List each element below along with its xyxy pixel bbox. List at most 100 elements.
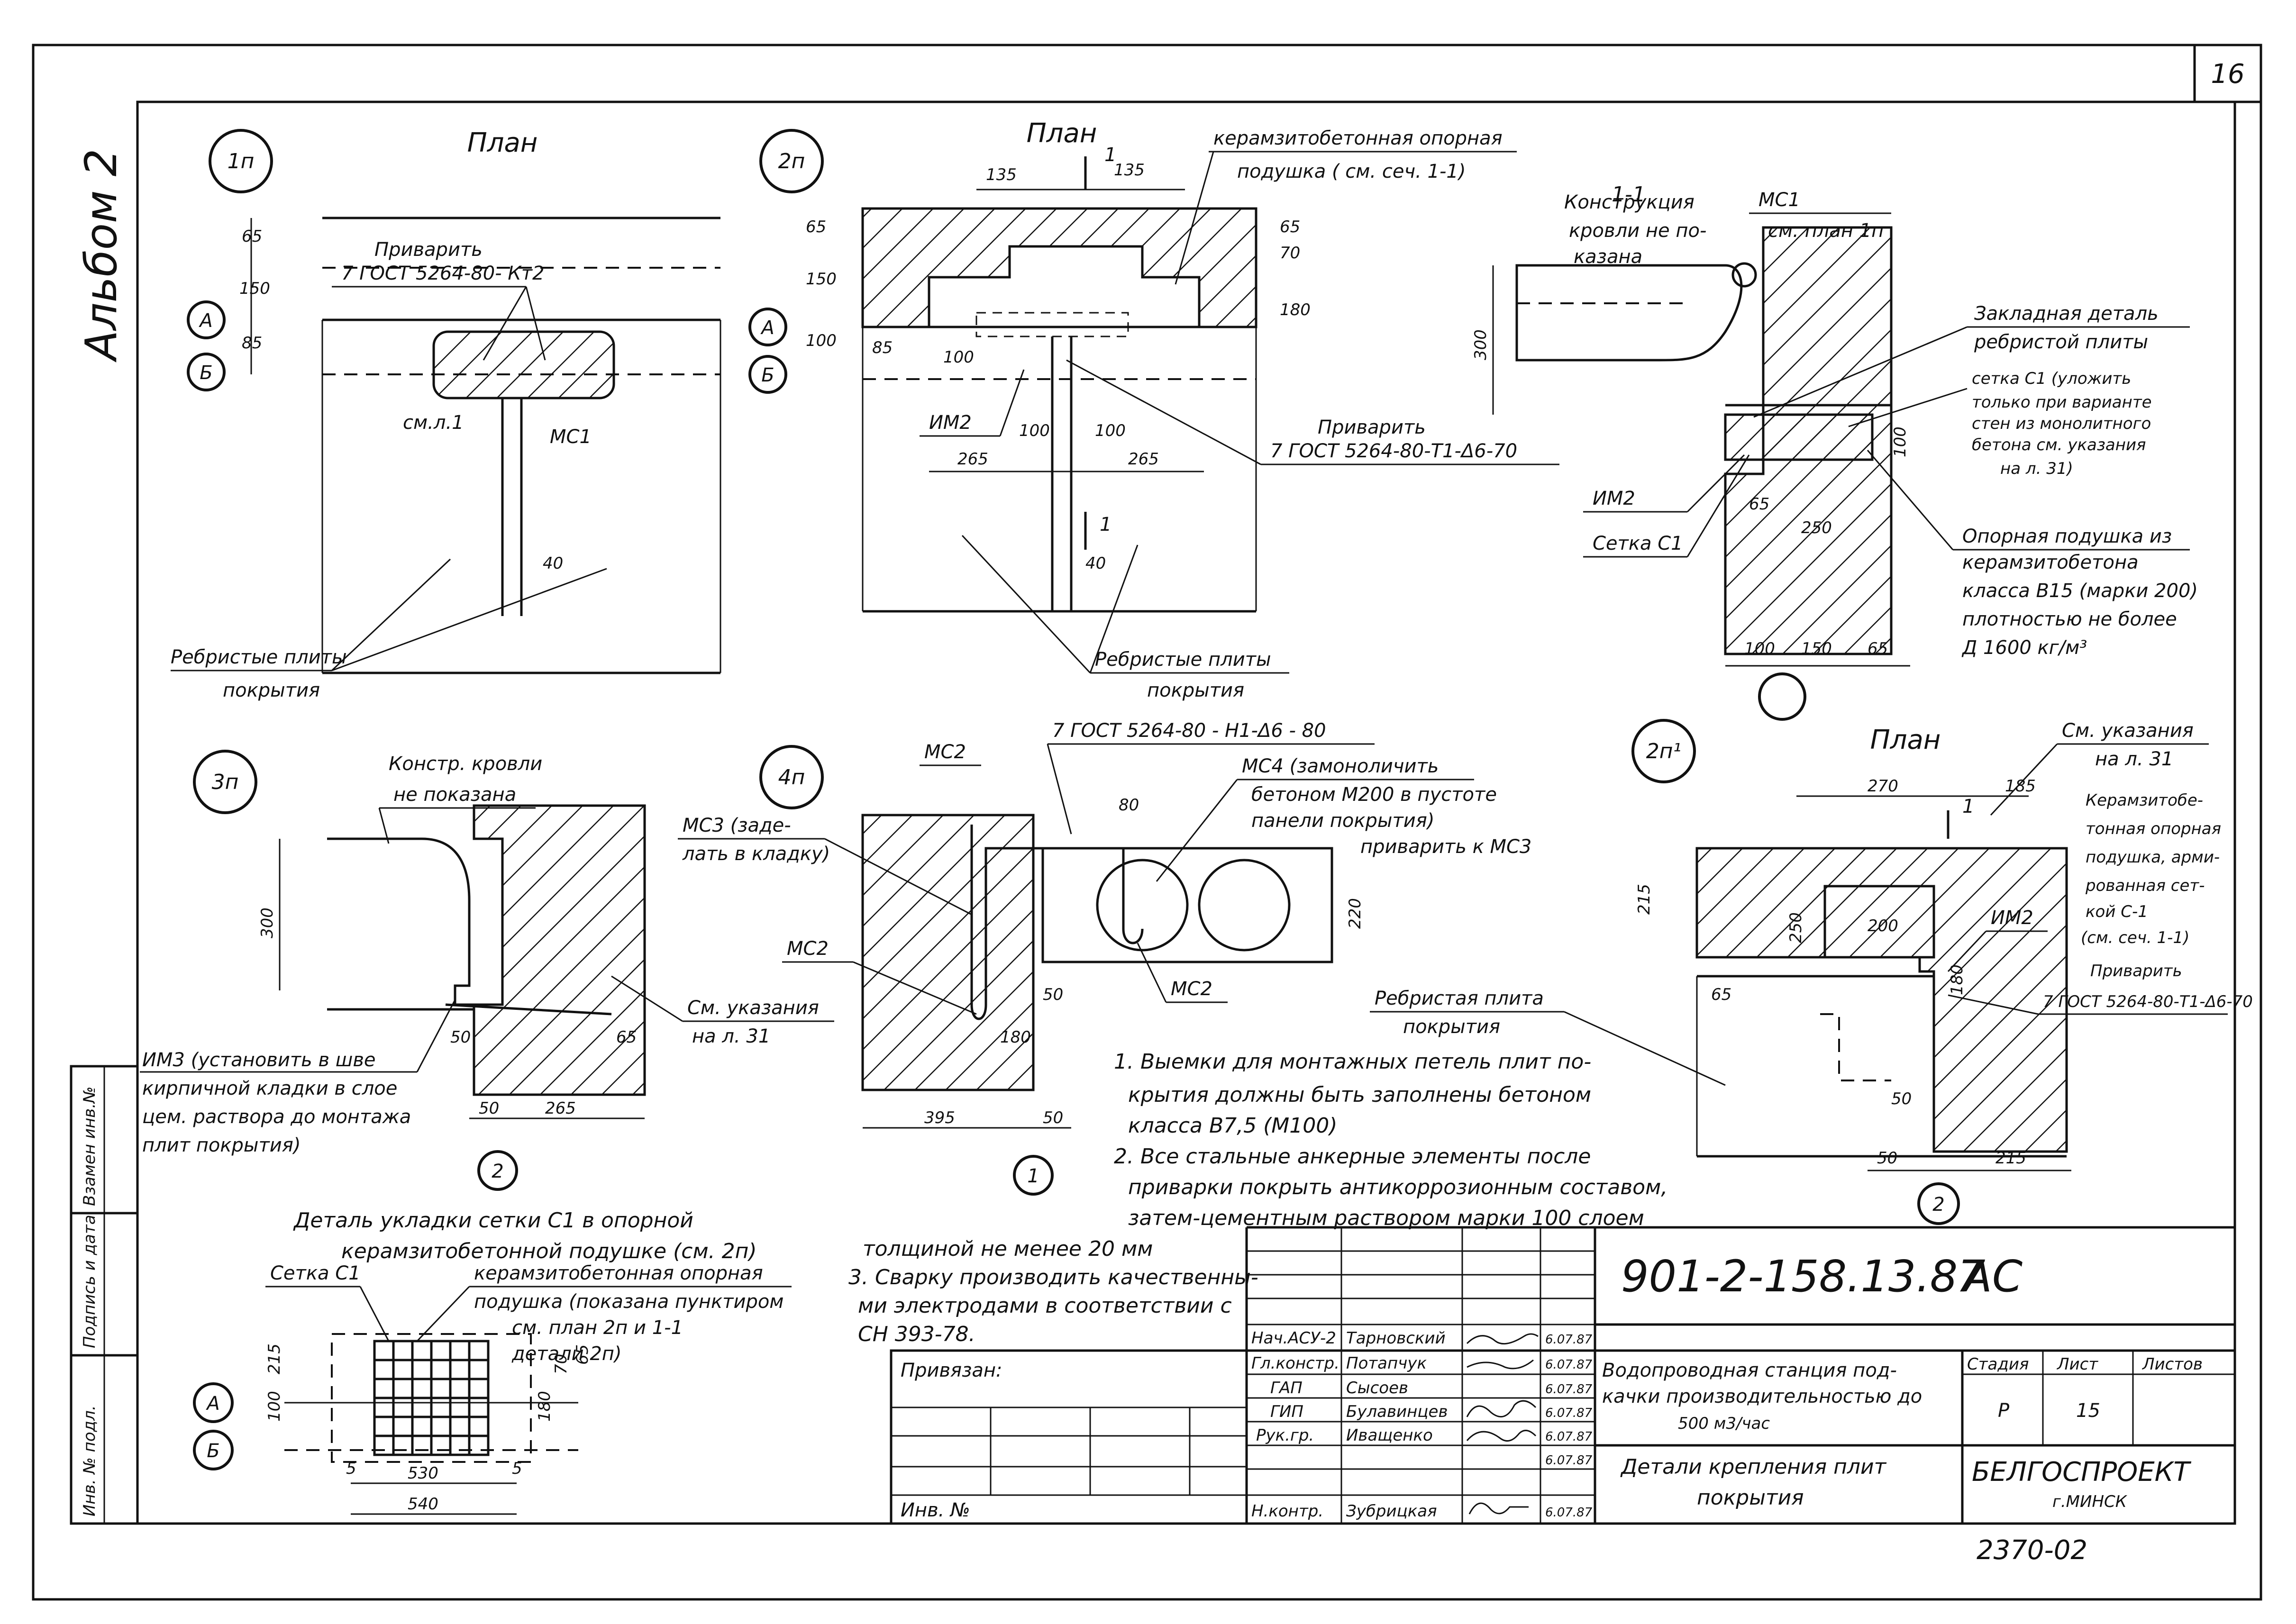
d4p-weld: 7 ГОСТ 5264-80 - Н1-Δ6 - 80 xyxy=(1052,720,1326,742)
sheet-value: 15 xyxy=(2076,1400,2100,1422)
d4p-mc3-1: МС3 (заде- xyxy=(683,815,791,836)
org-name: БЕЛГОСПРОЕКТ xyxy=(1972,1457,2191,1488)
doc-code: 901-2-158.13.87 xyxy=(1621,1251,1986,1302)
d2p1-weld-2: 7 ГОСТ 5264-80-Т1-Δ6-70 xyxy=(2043,992,2253,1011)
s11-im2: ИМ2 xyxy=(1593,488,1635,509)
d3p-im3-4: плит покрытия) xyxy=(142,1134,301,1156)
project-line-1: Водопроводная станция под- xyxy=(1602,1360,1897,1381)
d2p-weld-label: Приварить xyxy=(1318,417,1426,438)
detail-1p-title: План xyxy=(467,127,538,158)
svg-text:4п: 4п xyxy=(778,765,805,789)
detail-1p: 1п План 65 150 85 40 А Б Приварить 7 ГОС… xyxy=(171,127,721,701)
d3p-im3-1: ИМ3 (установить в шве xyxy=(142,1049,376,1071)
side-col-replace: Взамен инв.№ xyxy=(80,1087,99,1206)
d2p-cut-top: 1 xyxy=(1104,144,1116,166)
s11-dim-0: 300 xyxy=(1471,329,1490,360)
mesh-dim-5: 5 xyxy=(346,1459,356,1478)
signature-4 xyxy=(1466,1430,1537,1442)
d1p-axis-a: А xyxy=(198,310,212,332)
d2p1-slab-2: покрытия xyxy=(1403,1016,1500,1038)
d2p-weld-spec: 7 ГОСТ 5264-80-Т1-Δ6-70 xyxy=(1270,440,1517,462)
s11-dim-2: 250 xyxy=(1801,518,1832,537)
d1p-dim-0: 65 xyxy=(242,227,262,246)
d3p-ref-2: на л. 31 xyxy=(692,1025,770,1047)
d2p-dim-7: 100 xyxy=(1019,421,1050,440)
note-line-0: 1. Выемки для монтажных петель плит по- xyxy=(1114,1050,1591,1074)
notes: 1. Выемки для монтажных петель плит по- … xyxy=(848,1050,1667,1346)
d1p-dim-1: 150 xyxy=(239,279,270,298)
detail-2p-title: План xyxy=(1027,118,1097,149)
mesh-dim-7: 530 xyxy=(408,1464,438,1483)
d2p1-cush-1: Керамзитобе- xyxy=(2086,791,2203,810)
s11-roof-3: казана xyxy=(1574,246,1642,268)
section-1-1: 1-1 МС1 см. план 1п Конструкция кровли н… xyxy=(1471,182,2198,721)
date-1: 6.07.87 xyxy=(1545,1358,1593,1372)
sheets-label: Листов xyxy=(2141,1355,2203,1374)
detail-4p-marker xyxy=(759,745,824,809)
stamp-number: 2370-02 xyxy=(1977,1535,2087,1566)
role-0: Нач.АСУ-2 xyxy=(1251,1329,1336,1348)
d2p1-cush-5: кой С-1 xyxy=(2086,902,2148,921)
signature-1 xyxy=(1467,1359,1534,1370)
s11-mesh-1: сетка С1 (уложить xyxy=(1972,369,2131,388)
d4p-dim-5: 50 xyxy=(1043,1108,1063,1127)
org-city: г.МИНСК xyxy=(2052,1492,2128,1511)
detail-1p-marker xyxy=(209,129,273,193)
d2p-cushion-2: подушка ( см. сеч. 1-1) xyxy=(1237,161,1466,182)
role-4: Рук.гр. xyxy=(1256,1426,1314,1445)
s11-mesh-c1: Сетка С1 xyxy=(1593,533,1683,554)
d2p-dim-3: 150 xyxy=(806,270,837,289)
s11-title: 1-1 xyxy=(1612,182,1646,207)
outer-frame xyxy=(32,44,2262,1601)
d2p1-dim-7: 50 xyxy=(1891,1089,1912,1108)
d3p-dim-1: 65 xyxy=(616,1028,637,1047)
d2p-dim-13: 180 xyxy=(1280,300,1311,319)
d4p-dim-4: 395 xyxy=(924,1108,955,1127)
detail-2p1-marker xyxy=(1631,719,1696,783)
d2p-dim-8: 100 xyxy=(1095,421,1126,440)
d4p-dim-3: 180 xyxy=(1000,1028,1031,1047)
d1p-slab-1: Ребристые плиты xyxy=(171,646,347,668)
mesh-title-2: керамзитобетонной подушке (см. 2п) xyxy=(341,1239,757,1263)
s11-dim-6: 65 xyxy=(1868,639,1888,658)
d2p-dim-4: 100 xyxy=(806,331,837,350)
d3p-im3-3: цем. раствора до монтажа xyxy=(142,1106,411,1128)
name-0: Тарновский xyxy=(1346,1329,1446,1348)
detail-2p-marker xyxy=(759,129,824,193)
name-3: Булавинцев xyxy=(1346,1402,1448,1421)
d4p-mc4-1: МС4 (замоноличить xyxy=(1242,755,1439,777)
detail-3p: 3п Констр. кровли не показана 300 См. ук… xyxy=(140,750,834,1191)
sheet-number-box xyxy=(2193,44,2262,103)
role-3: ГИП xyxy=(1270,1402,1303,1421)
s11-roof-2: кровли не по- xyxy=(1569,220,1706,242)
mesh-cush-4: детали 2п) xyxy=(511,1343,622,1365)
detail-2p: 2п План керамзитобетонная опорная подушк… xyxy=(748,118,1559,701)
d2p1-dim-8: 50 xyxy=(1877,1149,1897,1168)
d2p1-cush-2: тонная опорная xyxy=(2086,819,2221,838)
s11-dim-1: 65 xyxy=(1749,495,1769,514)
svg-text:2п: 2п xyxy=(778,149,805,173)
mesh-axis-b: Б xyxy=(207,1440,219,1462)
d2p-slab-1: Ребристые плиты xyxy=(1095,649,1271,671)
d2p-dim-5: 85 xyxy=(872,338,893,357)
s11-mesh-3: стен из монолитного xyxy=(1972,414,2151,433)
detail-2p1: 2п¹ План См. указания на л. 31 270 185 1… xyxy=(1370,719,2253,1225)
sheet-label: Лист xyxy=(2056,1355,2098,1374)
d2p1-slab-1: Ребристая плита xyxy=(1375,988,1544,1009)
d1p-dim-2: 85 xyxy=(242,334,262,353)
d2p-dim-0: 135 xyxy=(986,165,1017,184)
date-5: 6.07.87 xyxy=(1545,1453,1593,1468)
d2p-slab-2: покрытия xyxy=(1147,680,1244,701)
d4p-mc2-top: МС2 xyxy=(924,741,966,763)
album-label: Альбом 2 xyxy=(76,149,127,363)
d2p-cut-bottom: 1 xyxy=(1100,514,1112,535)
name-1: Потапчук xyxy=(1346,1354,1427,1373)
note-line-4: приварки покрыть антикоррозионным состав… xyxy=(1128,1175,1667,1199)
project-line-2: качки производительностью до xyxy=(1602,1386,1922,1407)
d3p-roof-2: не показана xyxy=(393,784,516,806)
d2p-dim-14: 40 xyxy=(1085,554,1106,573)
d4p-mc4-2: бетоном М200 в пустоте xyxy=(1251,784,1497,806)
s11-cush-3: класса В15 (марки 200) xyxy=(1962,580,2198,602)
d1p-part: МС1 xyxy=(550,426,592,448)
